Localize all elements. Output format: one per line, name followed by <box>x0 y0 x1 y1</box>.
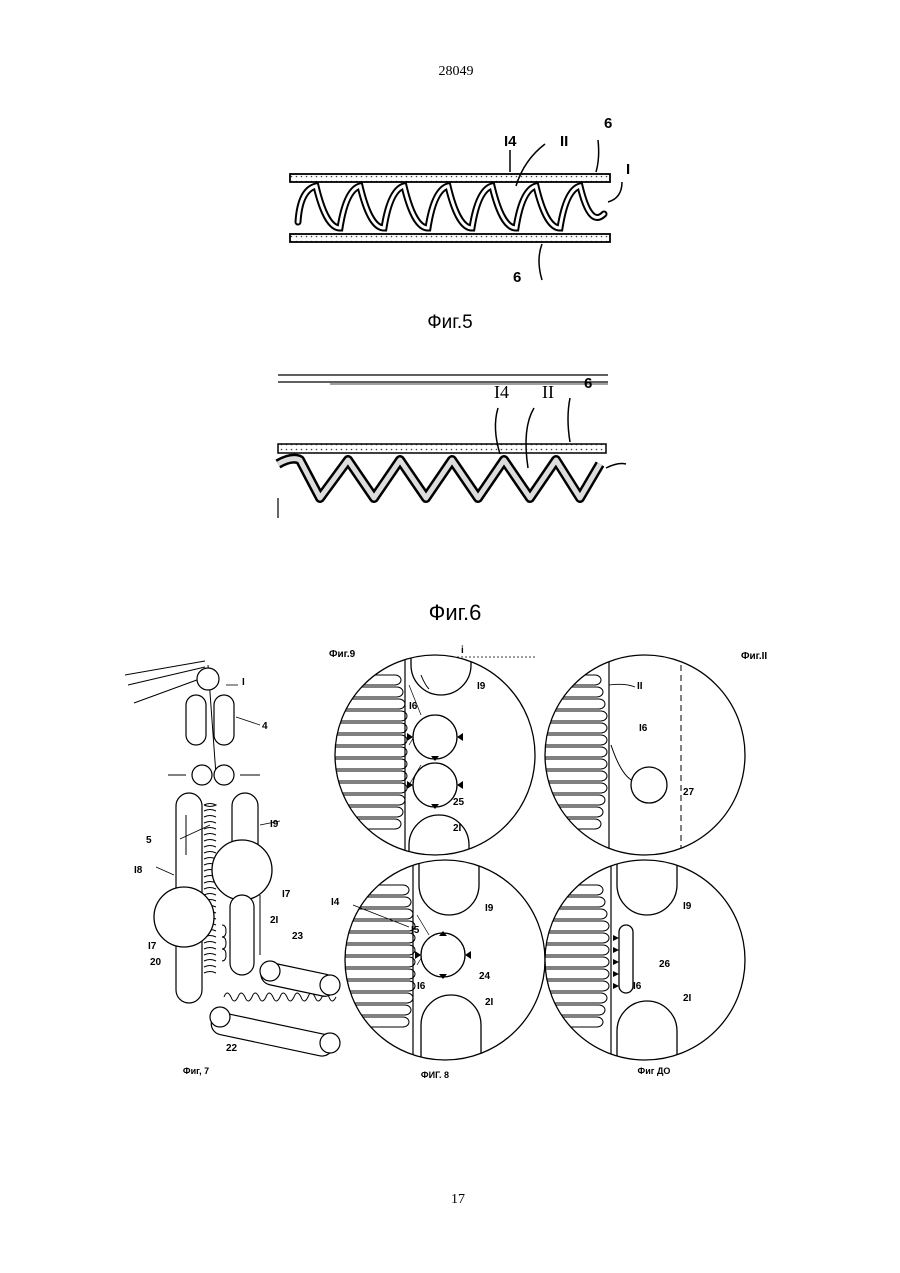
label-19: I9 <box>683 901 692 912</box>
label-6-top: 6 <box>604 115 612 132</box>
label-11: II <box>560 133 568 150</box>
label-21: 2I <box>453 823 462 834</box>
label-16: I6 <box>633 981 642 992</box>
label-23: 23 <box>292 931 304 942</box>
label-20: 20 <box>150 957 162 968</box>
figure-6-drawing: I4 II 6 <box>270 368 640 528</box>
caption: Фиг.9 <box>329 649 356 660</box>
figure-5-drawing: I4 II 6 I 6 <box>270 110 630 290</box>
figure-10-caption: Фиг ДО <box>624 1066 684 1076</box>
label-5: 5 <box>146 835 152 846</box>
cover-plate <box>278 444 606 453</box>
label-6-bottom: 6 <box>513 269 521 286</box>
figure-5-caption: Фиг.5 <box>400 312 500 334</box>
document-number: 28049 <box>396 64 516 80</box>
label-16: I6 <box>417 981 426 992</box>
label-17-lower: I7 <box>148 941 157 952</box>
label-24: 24 <box>479 971 491 982</box>
label-19: I9 <box>477 681 486 692</box>
label-19: I9 <box>270 819 279 830</box>
label-18: I8 <box>134 865 143 876</box>
label-1: I <box>242 677 245 688</box>
label-14: I4 <box>331 897 340 908</box>
page-number: 17 <box>398 1192 518 1208</box>
label-i: i <box>461 645 464 656</box>
label-1: I <box>626 161 630 178</box>
label-22: 22 <box>226 1043 238 1054</box>
caption: Фиг.II <box>741 651 767 662</box>
figure-8-drawing: I4 I5 I9 24 I6 2I <box>325 855 555 1075</box>
label-27: 27 <box>683 787 695 798</box>
figure-6-caption: Фиг.6 <box>400 600 510 626</box>
label-21: 2I <box>485 997 494 1008</box>
label-6: 6 <box>584 375 592 392</box>
figure-11-drawing: Фиг.II II I6 27 <box>535 645 785 860</box>
label-19: I9 <box>485 903 494 914</box>
label-25: 25 <box>453 797 465 808</box>
figure-9-drawing: Фиг.9 i I9 I6 25 2I <box>325 645 545 860</box>
label-14: I4 <box>504 133 517 150</box>
label-16: I6 <box>409 701 418 712</box>
label-21: 2I <box>270 915 279 926</box>
figure-7-drawing: I 4 5 I9 I8 I7 I7 2I 23 20 22 <box>120 655 350 1085</box>
wave-layer-core <box>278 459 600 498</box>
label-17-upper: I7 <box>282 889 291 900</box>
label-26: 26 <box>659 959 671 970</box>
label-14: I4 <box>494 382 509 402</box>
figure-7-caption: Фиг, 7 <box>166 1066 226 1076</box>
label-15: I5 <box>411 925 420 936</box>
top-plate <box>290 174 610 182</box>
label-11: II <box>542 382 554 402</box>
figure-10-drawing: I9 26 I6 2I <box>535 855 755 1075</box>
figure-8-caption: ФИГ. 8 <box>400 1070 470 1080</box>
label-21: 2I <box>683 993 692 1004</box>
label-16: I6 <box>639 723 648 734</box>
label-11: II <box>637 681 643 692</box>
label-4: 4 <box>262 721 268 732</box>
bottom-plate <box>290 234 610 242</box>
